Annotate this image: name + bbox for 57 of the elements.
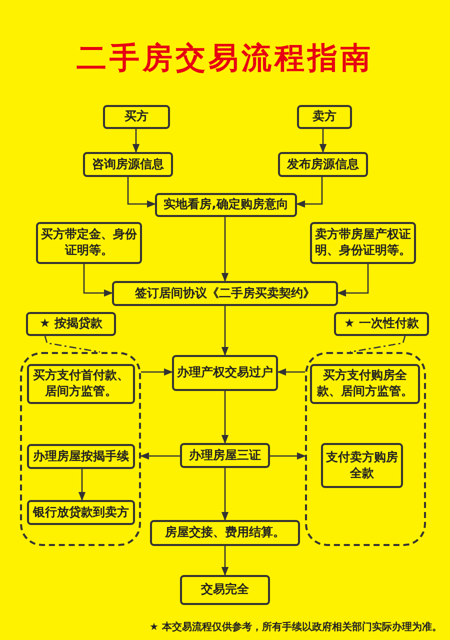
process-box	[334, 312, 429, 336]
arrow	[140, 452, 180, 460]
process-box	[83, 152, 173, 177]
step-text: ★ 按揭贷款	[40, 316, 102, 332]
dashed-connector	[44, 336, 100, 353]
footnote: ★ 本交易流程仅供参考，所有手续以政府相关部门实际办理为准。	[150, 620, 442, 634]
arrow	[83, 264, 113, 297]
step-text: 支付卖方购房全款	[325, 450, 399, 482]
step-text: 发布房源信息	[287, 156, 359, 172]
arrow	[132, 129, 140, 153]
process-box	[278, 152, 368, 177]
step-text: 办理房屋按揭手续	[33, 448, 129, 464]
step-text: 买方支付购房全款、居间方监管。	[316, 368, 414, 400]
process-box	[180, 575, 270, 605]
arrow	[221, 217, 229, 282]
arrow	[141, 368, 173, 376]
step-text: 银行放贷款到卖方	[33, 504, 129, 520]
step-text: 房屋交接、费用结算。	[165, 525, 285, 541]
step-text: 买方带定金、身份证明等。	[40, 227, 138, 259]
arrow	[221, 468, 229, 521]
arrow	[221, 391, 229, 444]
step-text: 卖方	[312, 109, 336, 125]
process-box	[103, 105, 170, 129]
arrow	[337, 264, 369, 297]
process-box	[297, 105, 352, 129]
arrow	[319, 129, 327, 153]
arrow	[270, 452, 306, 460]
process-box	[155, 193, 297, 217]
process-box	[310, 364, 420, 404]
process-box	[172, 355, 278, 391]
step-text: 卖方带房屋产权证明、身份证明等。	[314, 227, 412, 259]
process-box	[27, 500, 135, 525]
step-text: ★ 一次性付款	[344, 316, 419, 332]
arrow	[221, 546, 229, 576]
dashed-group-region	[305, 352, 426, 546]
process-box	[112, 281, 338, 306]
process-box	[150, 520, 300, 546]
process-box	[26, 312, 116, 336]
process-box	[27, 444, 135, 469]
dashed-group-region	[20, 352, 141, 546]
step-text: 办理产权交易过户	[177, 365, 273, 381]
arrow	[221, 306, 229, 356]
title: 二手房交易流程指南	[76, 40, 374, 78]
step-text: 交易完全	[201, 582, 249, 598]
step-text: 办理房屋三证	[189, 448, 261, 464]
arrow	[78, 469, 86, 501]
step-text: 咨询房源信息	[92, 156, 164, 172]
dashed-connector	[350, 336, 406, 353]
step-text: 签订居间协议《二手房买卖契约》	[135, 286, 315, 302]
step-text: 买方支付首付款、居间方监管。	[32, 368, 130, 400]
arrow	[277, 368, 305, 376]
step-text: 实地看房,确定购房意向	[164, 197, 288, 213]
arrow	[127, 177, 156, 208]
process-box	[180, 443, 270, 468]
step-text: 买方	[124, 109, 148, 125]
arrow	[296, 177, 323, 208]
process-box	[321, 443, 403, 488]
